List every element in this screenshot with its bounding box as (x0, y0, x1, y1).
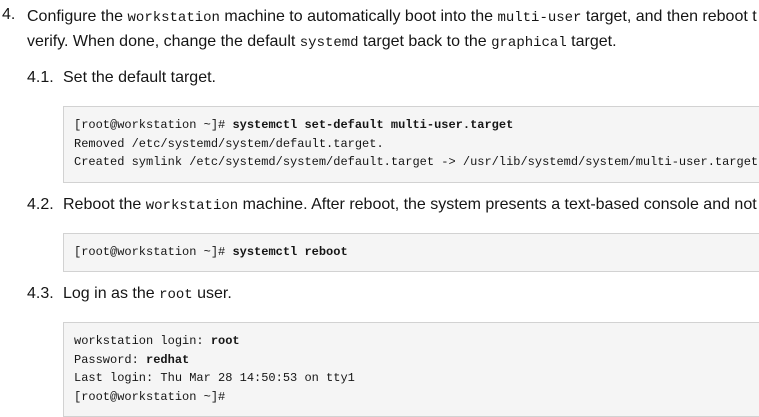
step-instruction-line-1: Configure the workstation machine to aut… (27, 5, 759, 30)
substep-4-1: 4.1. Set the default target. (27, 68, 216, 88)
text-segment: machine. After reboot, the system presen… (238, 196, 757, 213)
shell-prompt: [root@workstation ~]# (74, 389, 226, 404)
text-segment: Log in as the (63, 285, 160, 302)
step-instruction-line-2: verify. When done, change the default sy… (27, 30, 759, 55)
inline-code: root (159, 287, 193, 303)
inline-code: graphical (491, 35, 567, 51)
substep-number: 4.3. (27, 285, 54, 302)
step-instruction: Configure the workstation machine to aut… (27, 5, 759, 55)
code-line: [root@workstation ~]# systemctl reboot (74, 243, 759, 262)
text-segment: target. (566, 33, 617, 50)
substep-4-2: 4.2. Reboot the workstation machine. Afte… (27, 195, 757, 216)
substep-4-3: 4.3. Log in as the root user. (27, 284, 232, 305)
code-line: workstation login: root (74, 332, 759, 351)
code-line: Password: redhat (74, 351, 759, 370)
text-segment: verify. When done, change the default (27, 33, 300, 50)
text-segment: Reboot the (63, 196, 146, 213)
substep-number: 4.2. (27, 196, 54, 213)
text-segment: Configure the (27, 8, 128, 25)
code-block-reboot[interactable]: [root@workstation ~]# systemctl reboot (63, 233, 759, 272)
login-value: root (210, 334, 240, 348)
code-output-line: Removed /etc/systemd/system/default.targ… (74, 136, 384, 151)
text-segment: machine to automatically boot into the (219, 8, 498, 25)
code-output-line: Created symlink /etc/systemd/system/defa… (74, 155, 759, 169)
text-segment: target back to the (358, 33, 492, 50)
inline-code: multi-user (497, 10, 582, 26)
inline-code: systemd (299, 35, 359, 51)
inline-code: workstation (127, 10, 220, 26)
substep-number: 4.1. (27, 69, 54, 86)
substep-text: Set the default target. (63, 69, 216, 86)
password-value: redhat (146, 352, 190, 367)
code-block-set-default[interactable]: [root@workstation ~]# systemctl set-defa… (63, 106, 759, 183)
shell-command: systemctl set-default multi-user.target (232, 118, 514, 132)
text-segment: user. (192, 285, 232, 302)
step-number: 4. (2, 6, 16, 23)
inline-code: workstation (145, 198, 239, 214)
login-label: workstation login: (74, 334, 211, 348)
shell-prompt: [root@workstation ~]# (74, 245, 233, 259)
code-line: [root@workstation ~]# systemctl set-defa… (74, 116, 759, 135)
text-segment: target, and then reboot t (581, 8, 757, 25)
shell-prompt: [root@workstation ~]# (74, 118, 233, 132)
shell-command: systemctl reboot (232, 245, 348, 259)
password-label: Password: (74, 352, 147, 367)
code-output-line: Last login: Thu Mar 28 14:50:53 on tty1 (74, 371, 355, 385)
